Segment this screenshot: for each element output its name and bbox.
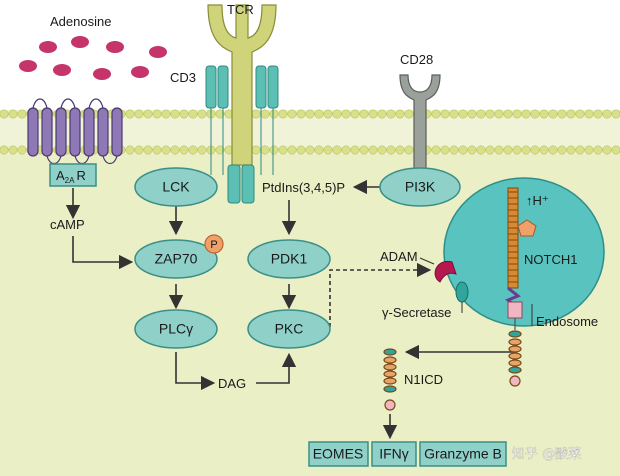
watermark: 知乎 @酸菜: [512, 446, 581, 462]
svg-text:Granzyme B: Granzyme B: [424, 446, 502, 462]
node-pi3k: PI3K: [379, 167, 461, 207]
n1icd-fragment: [383, 348, 397, 411]
notch1-receptor: [505, 187, 523, 330]
tcr-receptor: [207, 4, 277, 166]
phospho-badge: P: [204, 234, 224, 254]
notch1-icd-tail: [508, 330, 522, 387]
a2ar-box: [49, 163, 97, 187]
a2ar-label-r: R: [76, 168, 85, 183]
proton-label: ↑H⁺: [526, 193, 549, 208]
a2ar-label-sub: 2A: [65, 176, 75, 185]
extracellular: [0, 0, 620, 110]
node-plcg: PLCγ: [134, 309, 218, 349]
a2ar-receptor: [27, 98, 123, 165]
n1icd-label: N1ICD: [404, 372, 443, 387]
tcr-label: TCR: [227, 2, 254, 17]
svg-text:EOMES: EOMES: [313, 446, 364, 462]
svg-text:LCK: LCK: [162, 179, 190, 195]
cd28-label: CD28: [400, 52, 433, 67]
ptdins-label: PtdIns(3,4,5)P: [262, 180, 345, 195]
a2ar-label-a: A: [56, 168, 65, 183]
node-lck: LCK: [134, 167, 218, 207]
node-pkc: PKC: [247, 309, 331, 349]
output-ifng: IFNγ: [371, 441, 417, 467]
output-eomes: EOMES: [308, 441, 369, 467]
cd3-complex: [205, 65, 279, 204]
endosome: [443, 177, 605, 327]
node-zap70: ZAP70: [134, 239, 218, 279]
proton-icon: [517, 219, 537, 237]
adam-enzyme: [434, 260, 457, 283]
svg-text:PKC: PKC: [275, 321, 304, 337]
svg-text:P: P: [210, 239, 217, 251]
gamma-secretase-label: γ-Secretase: [382, 305, 451, 320]
adenosine-label: Adenosine: [50, 14, 111, 29]
adam-label: ADAM: [380, 249, 418, 264]
output-granzyme-b: Granzyme B: [419, 441, 507, 467]
pathway-arrows: [65, 179, 514, 440]
svg-text:IFNγ: IFNγ: [379, 446, 409, 462]
dag-label: DAG: [218, 376, 246, 391]
endosome-label: Endosome: [536, 314, 598, 329]
cd3-label: CD3: [170, 70, 196, 85]
adenosine-molecules: [19, 36, 167, 80]
notch1-label: NOTCH1: [524, 252, 577, 267]
svg-text:PI3K: PI3K: [405, 179, 436, 195]
gamma-secretase-enzyme: [455, 281, 469, 303]
svg-text:PDK1: PDK1: [271, 251, 308, 267]
camp-label: cAMP: [50, 217, 85, 232]
svg-text:PLCγ: PLCγ: [159, 321, 193, 337]
node-pdk1: PDK1: [247, 239, 331, 279]
svg-text:ZAP70: ZAP70: [155, 251, 198, 267]
cd28-receptor: [399, 74, 441, 176]
